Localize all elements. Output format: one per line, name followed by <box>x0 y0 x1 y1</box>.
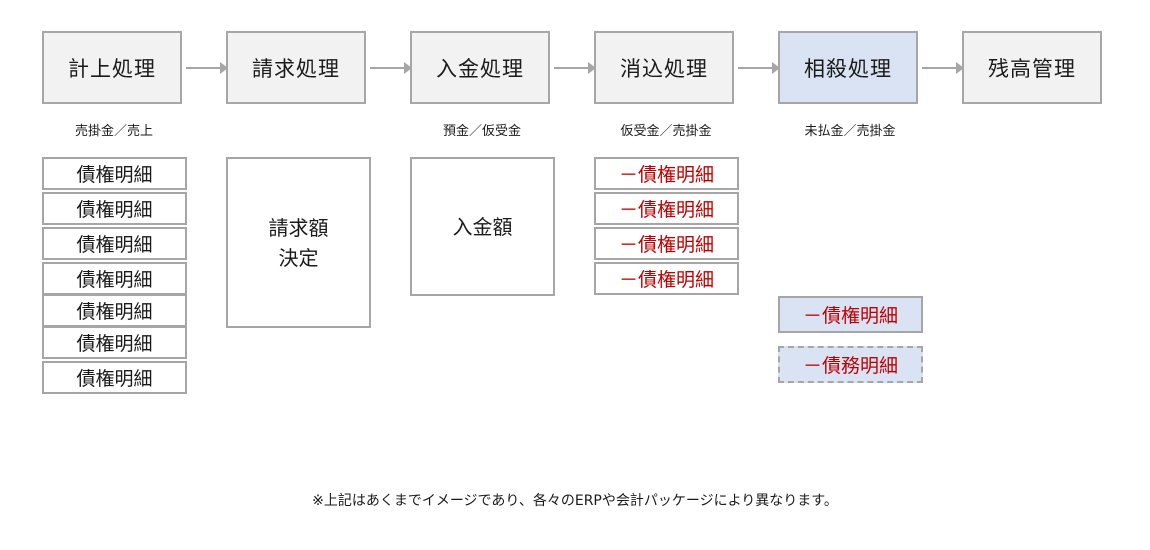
process-zandaka-label: 残高管理 <box>988 56 1076 81</box>
sosai-receivable-detail: －債権明細 <box>778 296 923 333</box>
flow-arrow <box>738 62 780 74</box>
flow-arrow <box>554 62 596 74</box>
keijo-detail-4: 債権明細 <box>42 262 187 295</box>
seikyu-amount-box: 請求額 決定 <box>226 157 371 328</box>
process-keshikomi: 消込処理 <box>594 31 734 104</box>
process-sosai-label: 相殺処理 <box>804 56 892 81</box>
process-sosai: 相殺処理 <box>778 31 918 104</box>
keijo-detail-3: 債権明細 <box>42 227 187 260</box>
flow-arrow <box>922 62 964 74</box>
process-nyukin-label: 入金処理 <box>436 56 524 81</box>
process-keijo: 計上処理 <box>42 31 182 104</box>
caption-nyukin-journal: 預金／仮受金 <box>442 124 521 139</box>
keshikomi-detail-3: －債権明細 <box>594 227 739 260</box>
process-seikyu: 請求処理 <box>226 31 366 104</box>
caption-keijo-journal: 売掛金／売上 <box>74 124 153 139</box>
flow-arrow <box>186 62 228 74</box>
keijo-detail-7: 債権明細 <box>42 361 187 394</box>
keshikomi-detail-4: －債権明細 <box>594 262 739 295</box>
flow-arrow <box>370 62 412 74</box>
footnote: ※上記はあくまでイメージであり、各々のERPや会計パッケージにより異なります。 <box>312 493 838 509</box>
keshikomi-detail-1: －債権明細 <box>594 157 739 190</box>
process-zandaka: 残高管理 <box>962 31 1102 104</box>
keijo-detail-1: 債権明細 <box>42 157 187 190</box>
process-keijo-label: 計上処理 <box>68 56 156 81</box>
process-seikyu-label: 請求処理 <box>252 56 340 81</box>
keshikomi-detail-2: －債権明細 <box>594 192 739 225</box>
process-keshikomi-label: 消込処理 <box>620 56 708 81</box>
sosai-payable-detail: －債務明細 <box>778 346 923 383</box>
keijo-detail-2: 債権明細 <box>42 192 187 225</box>
process-nyukin: 入金処理 <box>410 31 550 104</box>
nyukin-amount-box: 入金額 <box>410 157 555 296</box>
keijo-detail-5: 債権明細 <box>42 294 187 327</box>
keijo-detail-6: 債権明細 <box>42 326 187 359</box>
caption-sosai-journal: 未払金／売掛金 <box>804 124 896 139</box>
caption-keshikomi-journal: 仮受金／売掛金 <box>620 124 712 139</box>
